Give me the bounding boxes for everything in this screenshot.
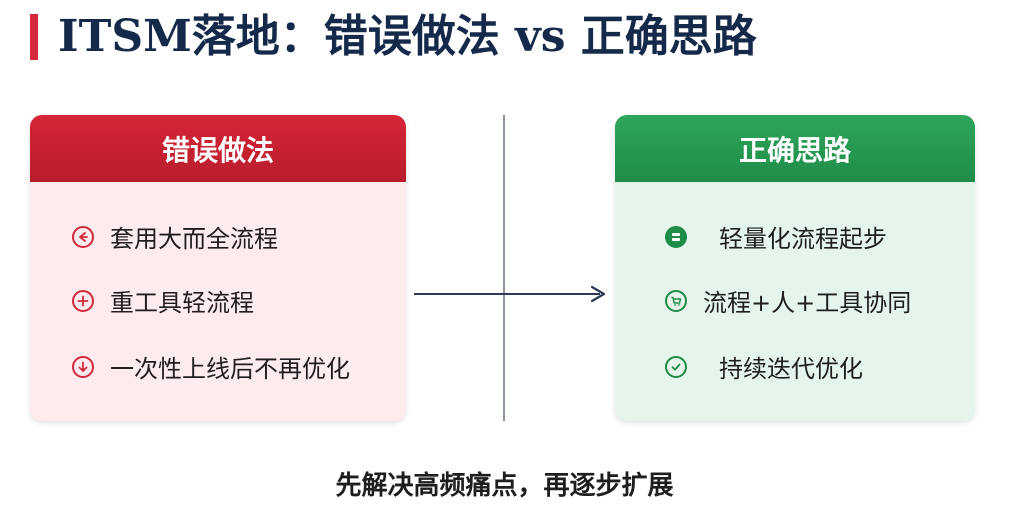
wrong-item-2: 重工具轻流程 bbox=[72, 283, 254, 318]
right-item-2: 流程+人+工具协同 bbox=[665, 283, 911, 318]
wrong-item-3: 一次性上线后不再优化 bbox=[72, 349, 350, 384]
page-title: ITSM落地：错误做法 vs 正确思路 bbox=[58, 11, 757, 62]
right-approach-panel: 正确思路 轻量化流程起步 流程+人+工具协同 持续迭代优化 bbox=[615, 115, 975, 421]
summary-text: 先解决高频痛点，再逐步扩展 bbox=[335, 471, 674, 501]
cart-icon bbox=[665, 289, 687, 312]
center-divider bbox=[503, 115, 505, 421]
wrong-item-label: 重工具轻流程 bbox=[110, 289, 254, 317]
right-item-label: 持续迭代优化 bbox=[719, 355, 863, 383]
circle-down-arrow-icon bbox=[72, 355, 94, 378]
right-approach-header: 正确思路 bbox=[615, 115, 975, 182]
wrong-approach-header: 错误做法 bbox=[30, 115, 406, 182]
wrong-item-label: 一次性上线后不再优化 bbox=[110, 355, 350, 383]
right-item-label: 流程+人+工具协同 bbox=[703, 289, 912, 317]
right-item-3: 持续迭代优化 bbox=[665, 349, 863, 384]
right-item-label: 轻量化流程起步 bbox=[719, 225, 887, 253]
wrong-item-1: 套用大而全流程 bbox=[72, 219, 278, 254]
wrong-approach-panel: 错误做法 套用大而全流程 重工具轻流程 一次性上线后不再优化 bbox=[30, 115, 406, 421]
right-item-1: 轻量化流程起步 bbox=[665, 219, 887, 254]
circle-left-arrow-icon bbox=[72, 225, 94, 248]
wrong-item-label: 套用大而全流程 bbox=[110, 225, 278, 253]
circle-plus-icon bbox=[72, 289, 94, 312]
stack-icon bbox=[665, 225, 687, 248]
title-accent-bar bbox=[30, 14, 38, 60]
check-circle-icon bbox=[665, 355, 687, 378]
right-arrow-icon bbox=[414, 285, 606, 303]
